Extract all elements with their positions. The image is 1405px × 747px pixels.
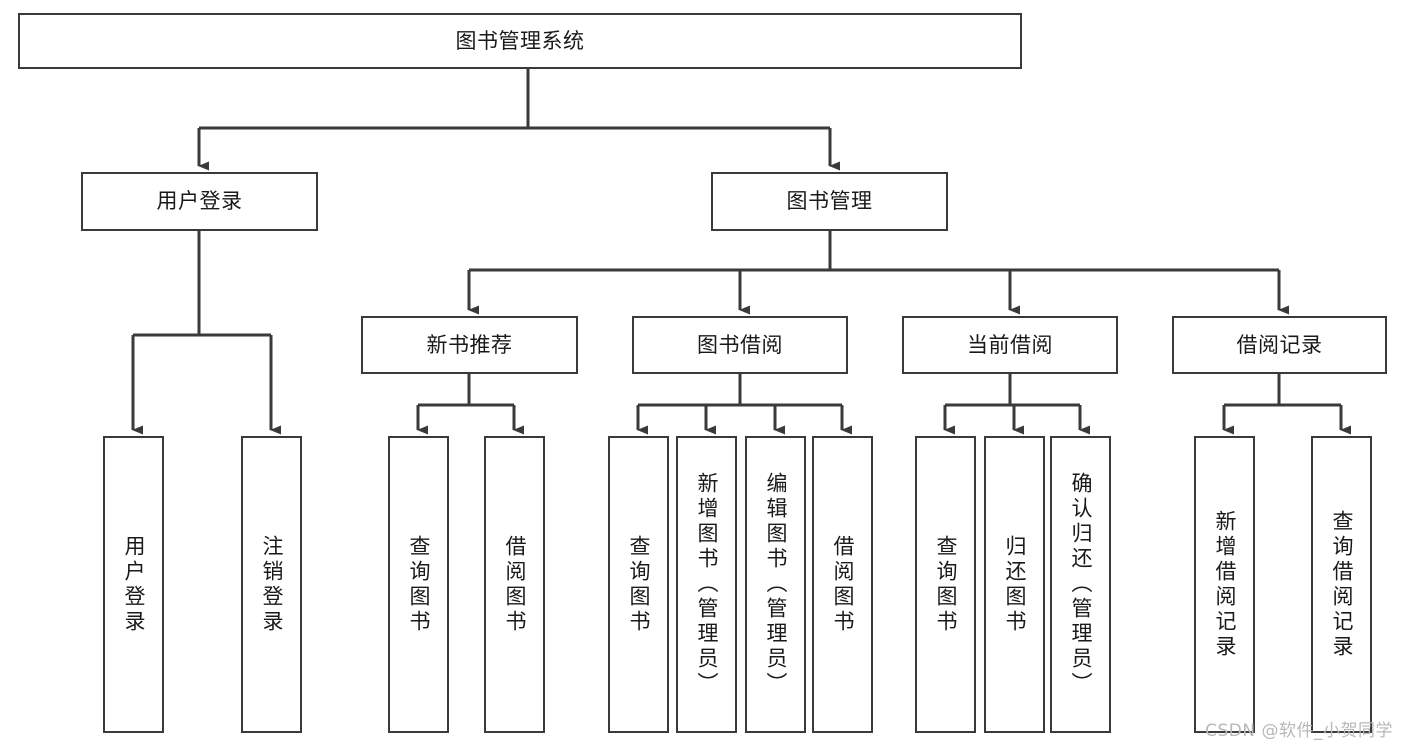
node-root[interactable]: 图书管理系统: [18, 13, 1022, 69]
node-current-borrow[interactable]: 当前借阅: [902, 316, 1118, 374]
node-leaf-confirm-return-admin-label: 确认归还（管理员）: [1069, 472, 1093, 697]
node-book-borrow-label: 图书借阅: [697, 332, 783, 357]
node-leaf-logout-login[interactable]: 注销登录: [241, 436, 302, 733]
node-leaf-query-borrow-record[interactable]: 查询借阅记录: [1311, 436, 1372, 733]
node-leaf-confirm-return-admin[interactable]: 确认归还（管理员）: [1050, 436, 1111, 733]
node-leaf-add-book-admin[interactable]: 新增图书（管理员）: [676, 436, 737, 733]
node-root-label: 图书管理系统: [455, 28, 585, 53]
node-borrow-record[interactable]: 借阅记录: [1172, 316, 1387, 374]
node-leaf-edit-book-admin-label: 编辑图书（管理员）: [764, 472, 788, 697]
node-leaf-query-book-current[interactable]: 查询图书: [915, 436, 976, 733]
node-leaf-logout-login-label: 注销登录: [260, 534, 284, 635]
node-book-management-label: 图书管理: [786, 189, 873, 214]
node-leaf-query-borrow-record-label: 查询借阅记录: [1330, 509, 1354, 660]
node-borrow-record-label: 借阅记录: [1236, 332, 1323, 357]
node-book-borrow[interactable]: 图书借阅: [632, 316, 848, 374]
node-leaf-borrow-book-recommend[interactable]: 借阅图书: [484, 436, 545, 733]
node-leaf-query-book-current-label: 查询图书: [934, 534, 958, 635]
node-leaf-query-book-borrow-label: 查询图书: [627, 534, 651, 635]
node-leaf-return-book[interactable]: 归还图书: [984, 436, 1045, 733]
node-user-login[interactable]: 用户登录: [81, 172, 318, 231]
node-leaf-add-borrow-record[interactable]: 新增借阅记录: [1194, 436, 1255, 733]
node-leaf-add-borrow-record-label: 新增借阅记录: [1213, 509, 1237, 660]
node-leaf-query-book-recommend-label: 查询图书: [407, 534, 431, 635]
node-leaf-edit-book-admin[interactable]: 编辑图书（管理员）: [745, 436, 806, 733]
node-leaf-user-login-label: 用户登录: [122, 534, 146, 635]
watermark-text: CSDN @软件_小贺同学: [1205, 721, 1393, 741]
node-new-book-recommend[interactable]: 新书推荐: [361, 316, 578, 374]
node-leaf-user-login[interactable]: 用户登录: [103, 436, 164, 733]
node-leaf-return-book-label: 归还图书: [1003, 534, 1027, 635]
node-leaf-borrow-book-recommend-label: 借阅图书: [503, 534, 527, 635]
node-user-login-label: 用户登录: [156, 189, 243, 214]
node-leaf-query-book-recommend[interactable]: 查询图书: [388, 436, 449, 733]
node-leaf-query-book-borrow[interactable]: 查询图书: [608, 436, 669, 733]
node-leaf-borrow-book-label: 借阅图书: [831, 534, 855, 635]
node-leaf-borrow-book[interactable]: 借阅图书: [812, 436, 873, 733]
node-leaf-add-book-admin-label: 新增图书（管理员）: [695, 472, 719, 697]
node-book-management[interactable]: 图书管理: [711, 172, 948, 231]
node-current-borrow-label: 当前借阅: [967, 332, 1053, 357]
node-new-book-recommend-label: 新书推荐: [426, 332, 513, 357]
